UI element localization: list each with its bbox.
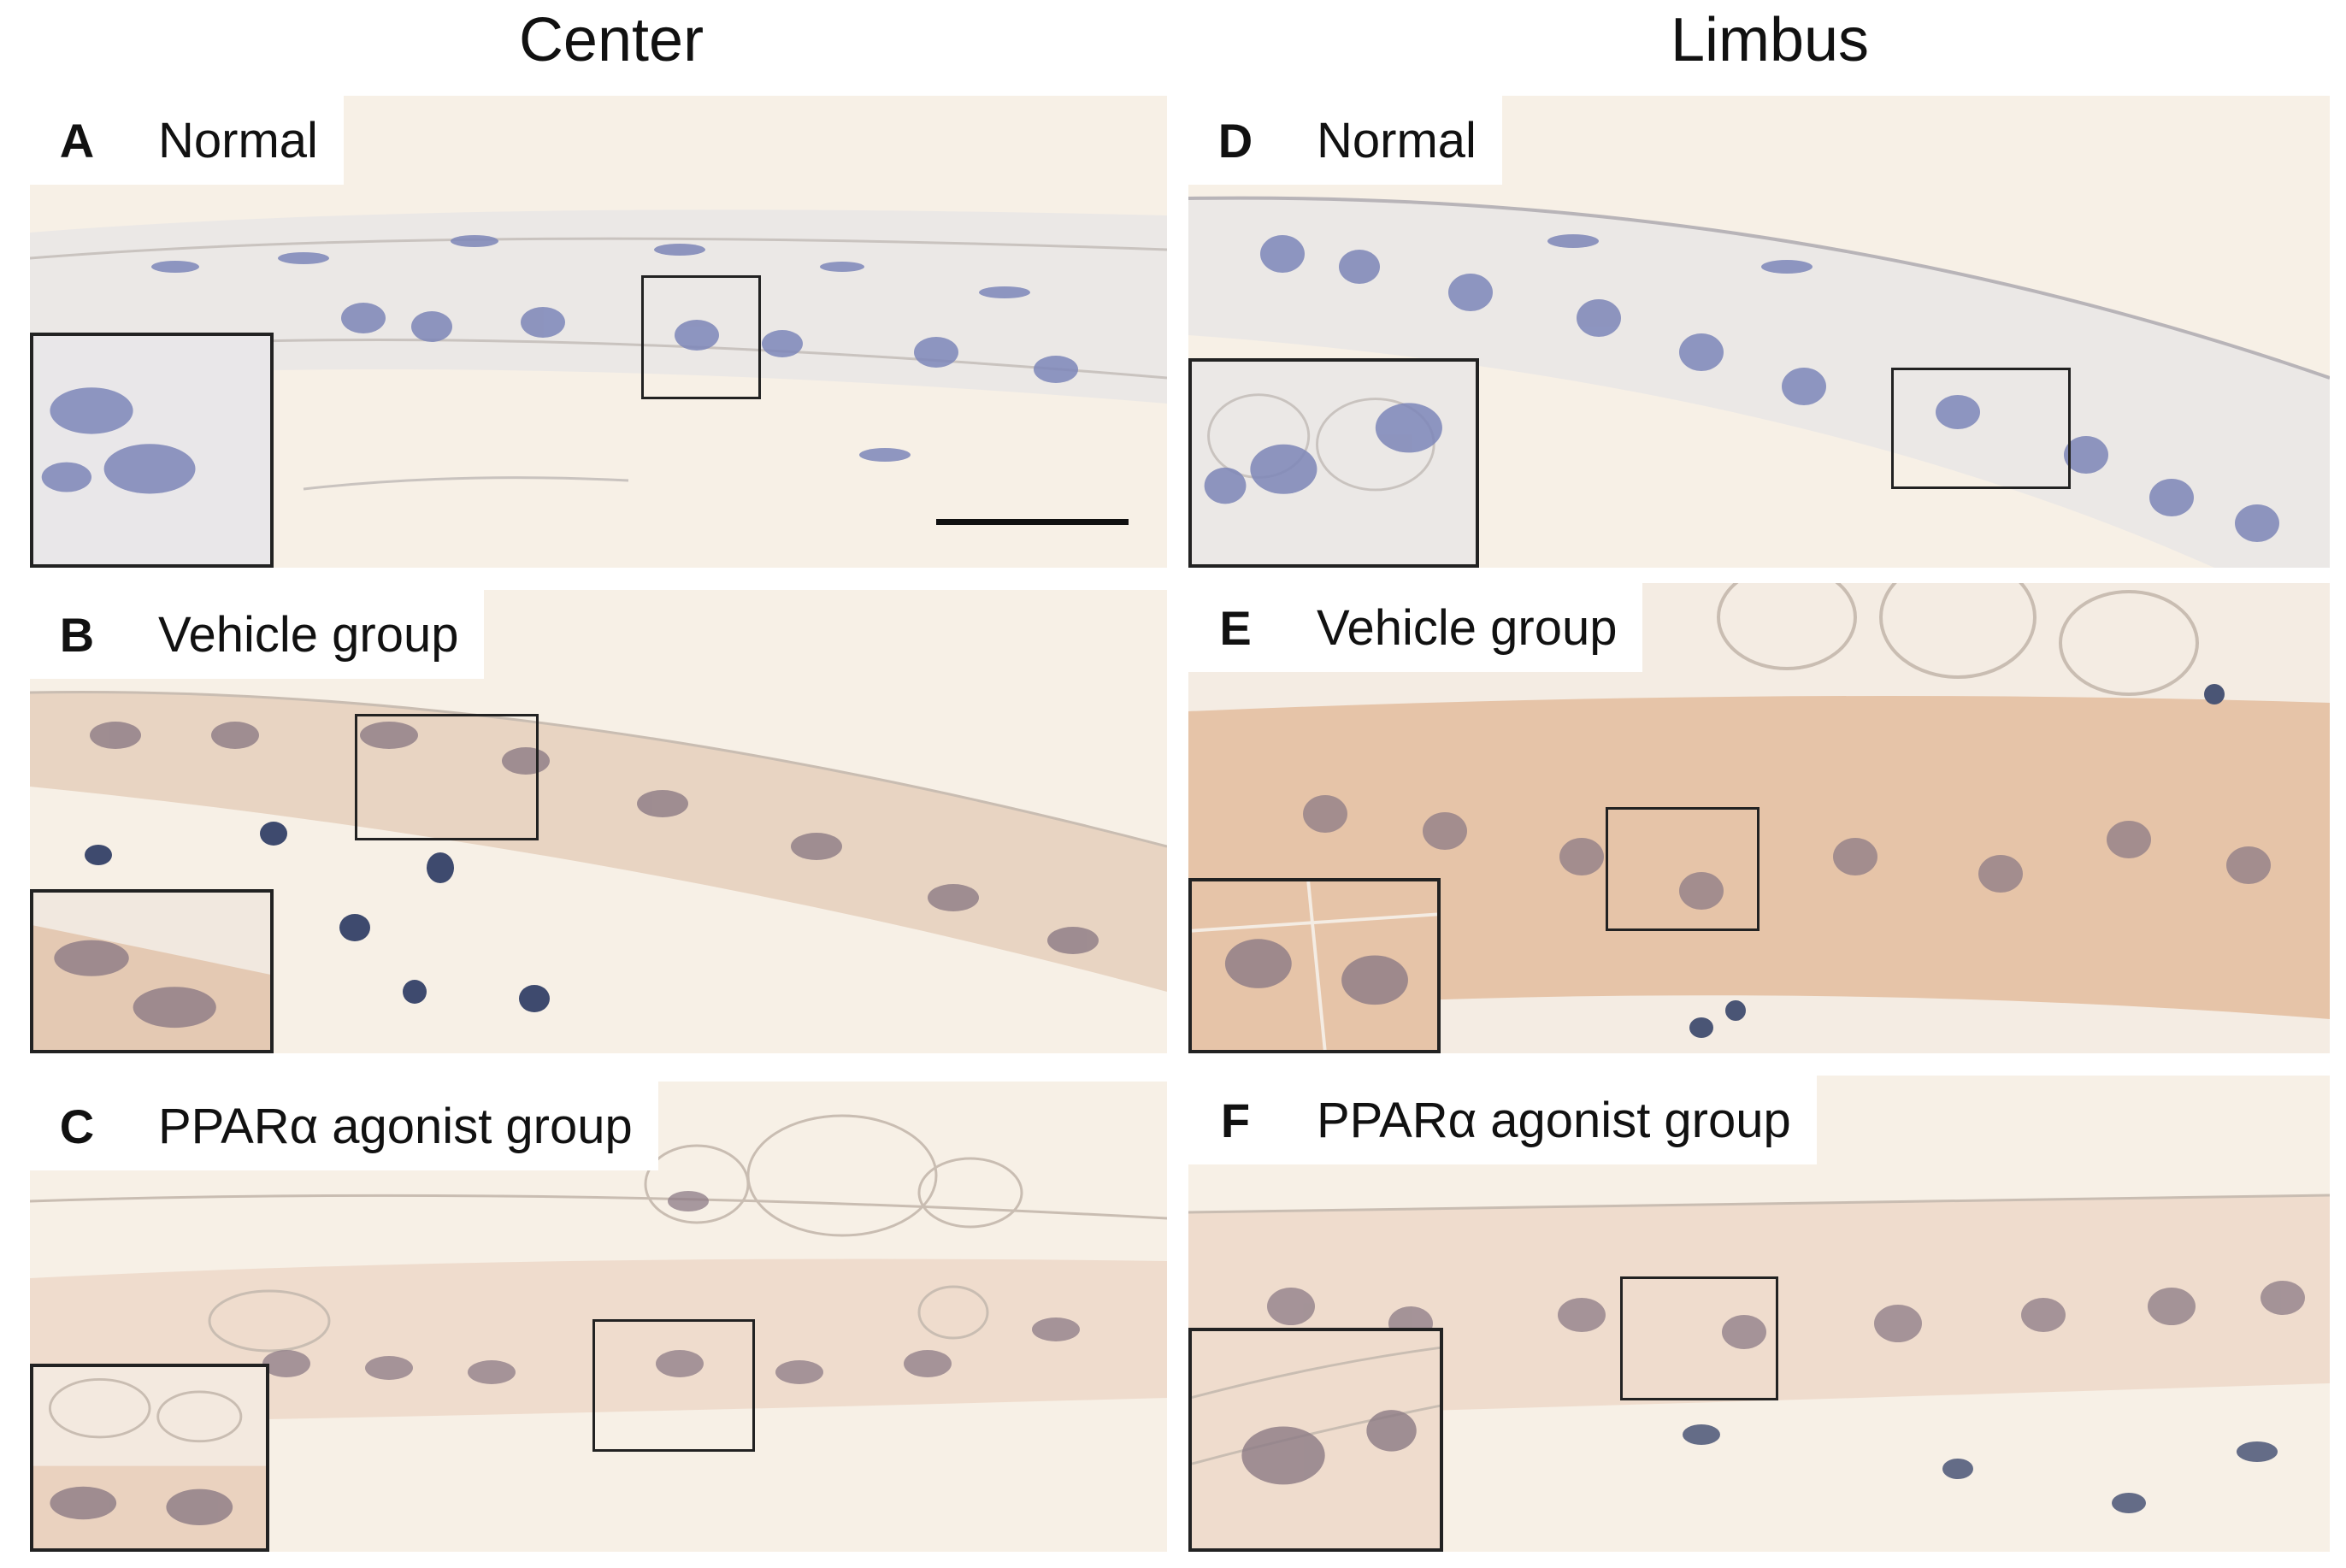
panel-f-roi-box xyxy=(1620,1276,1778,1400)
panel-b-label: Vehicle group xyxy=(124,590,485,679)
panel-a-letter: A xyxy=(59,113,95,168)
panel-a-roi-box xyxy=(641,275,761,399)
panel-e-micrograph: E Vehicle group xyxy=(1188,583,2330,1053)
panel-c-letter: C xyxy=(59,1099,95,1153)
panel-e-label-box: E Vehicle group xyxy=(1188,583,1643,672)
panel-e-inset xyxy=(1188,878,1441,1053)
scale-bar xyxy=(936,519,1129,525)
panel-d-inset xyxy=(1188,358,1479,568)
panel-c-label-box: C PPARα agonist group xyxy=(30,1082,658,1170)
panel-c-label: PPARα agonist group xyxy=(124,1082,658,1170)
panel-d-roi-box xyxy=(1891,368,2071,489)
panel-d-letter: D xyxy=(1217,113,1253,168)
panel-e-letter: E xyxy=(1219,600,1252,655)
panel-c-micrograph: C PPARα agonist group xyxy=(30,1082,1167,1552)
panel-f-micrograph: F PPARα agonist group xyxy=(1188,1076,2330,1552)
panel-c-inset xyxy=(30,1364,269,1552)
panel-c-roi-box xyxy=(592,1319,755,1452)
panel-a-micrograph: A Normal xyxy=(30,96,1167,568)
panel-d-micrograph: D Normal xyxy=(1188,96,2330,568)
panel-d-label: Normal xyxy=(1282,96,1502,185)
panel-b-letter: B xyxy=(59,607,95,662)
column-title-center: Center xyxy=(518,6,704,74)
panel-f-letter: F xyxy=(1220,1093,1251,1147)
panel-d-label-box: D Normal xyxy=(1188,96,1502,185)
panel-a-label-box: A Normal xyxy=(30,96,344,185)
panel-e-roi-box xyxy=(1606,807,1760,931)
panel-f-label: PPARα agonist group xyxy=(1282,1076,1817,1164)
panel-f-label-box: F PPARα agonist group xyxy=(1188,1076,1817,1164)
panel-b-label-box: B Vehicle group xyxy=(30,590,485,679)
panel-a-inset xyxy=(30,333,274,568)
column-title-limbus: Limbus xyxy=(1670,6,1870,74)
panel-a-label: Normal xyxy=(124,96,344,185)
panel-b-micrograph: B Vehicle group xyxy=(30,590,1167,1053)
panel-f-inset xyxy=(1188,1328,1443,1552)
panel-e-label: Vehicle group xyxy=(1282,583,1643,672)
panel-b-inset xyxy=(30,889,274,1053)
panel-b-roi-box xyxy=(355,714,539,840)
